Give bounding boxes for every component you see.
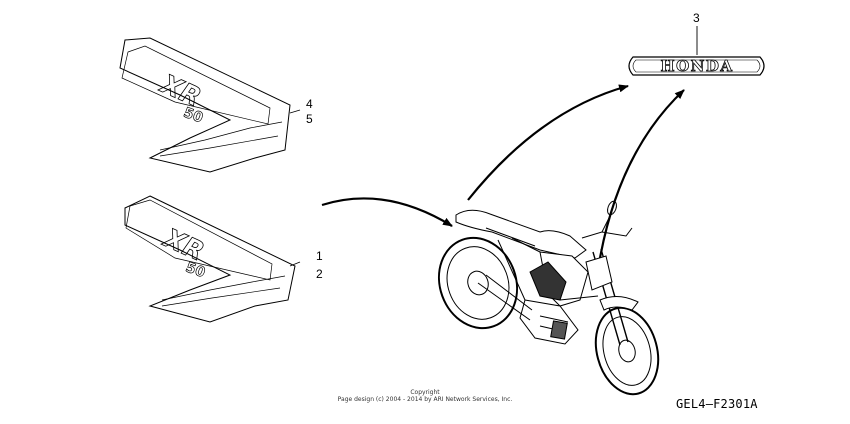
leader-4-5: [289, 109, 301, 114]
arrow-decal-to-bike: [321, 197, 453, 227]
lower-shroud-decal: XR 50: [124, 195, 296, 323]
copyright-line-2: Page design (c) 2004 - 2014 by ARI Netwo…: [337, 396, 513, 403]
lower-decal-number-text: 50: [183, 260, 207, 282]
leader-1-2: [289, 261, 301, 267]
motorcycle-illustration: [437, 200, 660, 396]
callout-5: 5: [306, 112, 313, 126]
callout-1: 1: [316, 249, 323, 263]
copyright-notice: Copyright Page design (c) 2004 - 2014 by…: [300, 389, 550, 403]
arrow-bike-to-emblem-right: [598, 89, 685, 259]
emblem-text: HONDA: [660, 57, 733, 75]
callout-leaders: [289, 26, 698, 267]
callout-3: 3: [693, 11, 700, 25]
upper-shroud-decal: XR 50: [119, 37, 291, 173]
arrow-bike-to-emblem-left: [467, 84, 629, 201]
honda-emblem: HONDA: [628, 56, 765, 76]
copyright-line-1: Copyright: [410, 389, 440, 396]
upper-decal-number-text: 50: [181, 105, 205, 127]
callout-4: 4: [306, 97, 313, 111]
callout-2: 2: [316, 267, 323, 281]
diagram-code: GEL4—F2301A: [676, 397, 758, 411]
